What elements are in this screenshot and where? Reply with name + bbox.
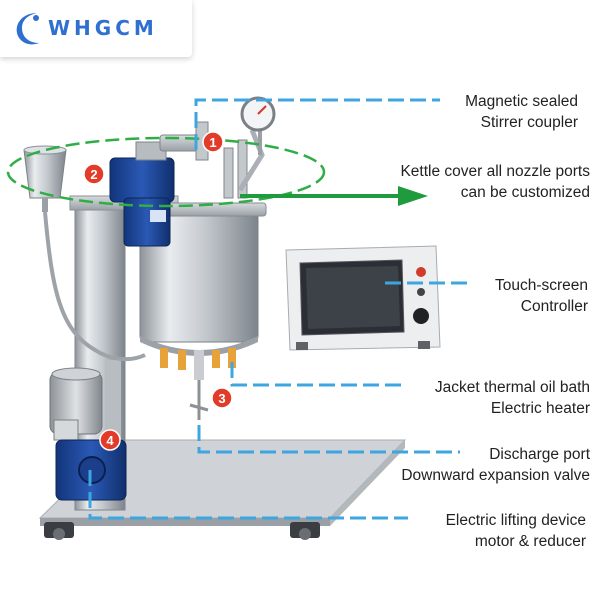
feed-hose — [43, 211, 146, 362]
crescent-logo-icon — [16, 13, 39, 45]
pressure-gauge — [240, 96, 276, 132]
touch-screen-controller — [285, 245, 441, 351]
base-plate — [38, 439, 407, 526]
leader-lines — [88, 98, 472, 520]
lifting-motor — [49, 367, 103, 441]
leader-line-3 — [230, 362, 402, 387]
leader-line-1 — [194, 98, 440, 150]
cover-highlight-ellipse — [6, 136, 326, 208]
brand-name: WHGCM — [48, 16, 158, 40]
svg-text:3: 3 — [218, 391, 225, 406]
svg-text:4: 4 — [106, 433, 114, 448]
heater-terminals — [160, 348, 236, 420]
brand-logo: WHGCM — [0, 0, 192, 57]
cover-nozzles — [195, 121, 265, 199]
badge-1: 1 — [202, 131, 224, 153]
badge-3: 3 — [211, 387, 233, 409]
svg-text:2: 2 — [90, 167, 97, 182]
leader-line-4 — [197, 425, 460, 454]
caster-wheels — [44, 522, 320, 540]
svg-text:1: 1 — [209, 135, 216, 150]
badge-2: 2 — [83, 163, 105, 185]
green-arrow — [240, 186, 428, 206]
badge-4: 4 — [99, 429, 121, 451]
leader-line-5 — [88, 470, 408, 520]
